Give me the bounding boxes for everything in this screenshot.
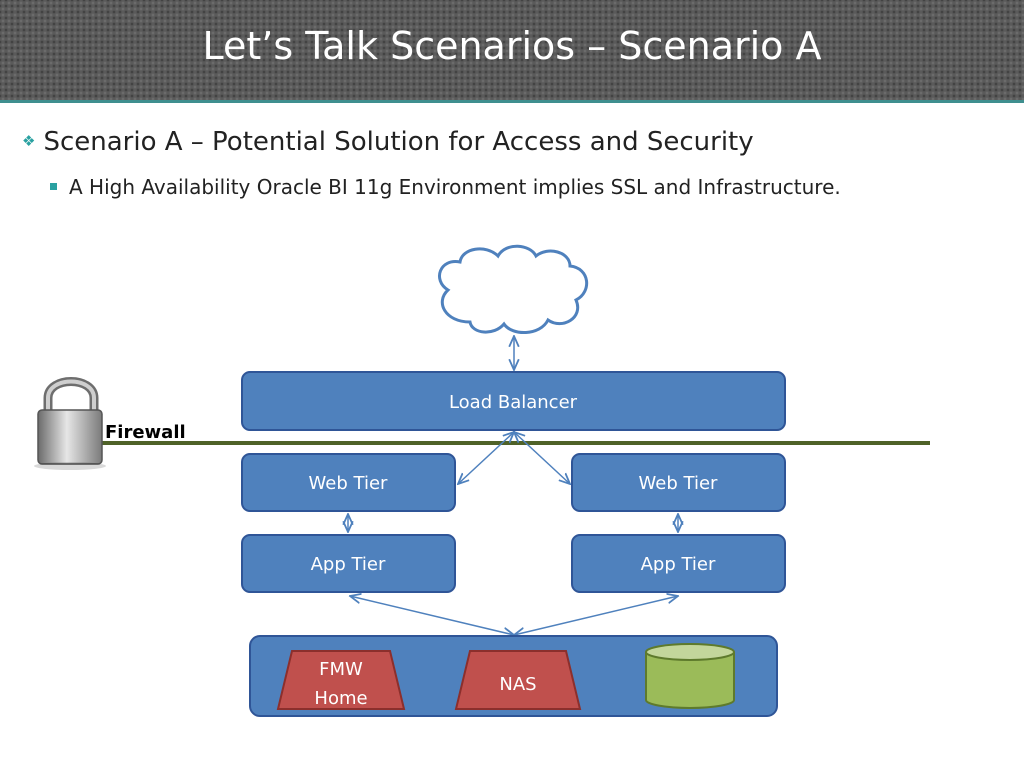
lb-web-right-connector [514, 432, 570, 484]
database-icon [645, 643, 735, 709]
fmw-home-label-line1: FMW [319, 659, 363, 680]
padlock-icon [34, 377, 106, 470]
bullet-level1-text: Scenario A – Potential Solution for Acce… [43, 127, 754, 157]
bullet-level2-text: A High Availability Oracle BI 11g Enviro… [69, 175, 841, 199]
web-tier-left-box: Web Tier [241, 453, 456, 512]
web-tier-right-box: Web Tier [571, 453, 786, 512]
fmw-home-label-line2: Home [314, 688, 367, 709]
square-bullet-icon [50, 183, 57, 190]
slide-title: Let’s Talk Scenarios – Scenario A [202, 24, 822, 68]
app-tier-left-label: App Tier [311, 554, 386, 575]
load-balancer-label: Load Balancer [449, 392, 578, 413]
fmw-home-shape: FMW Home [276, 650, 406, 710]
web-tier-right-label: Web Tier [639, 473, 718, 494]
app-tier-right-box: App Tier [571, 534, 786, 593]
diamond-bullet-icon: ❖ [22, 132, 36, 150]
title-bar: Let’s Talk Scenarios – Scenario A [0, 0, 1024, 103]
bullet-level2: A High Availability Oracle BI 11g Enviro… [50, 175, 841, 199]
bullet-level1: ❖ Scenario A – Potential Solution for Acc… [22, 127, 754, 157]
firewall-label: Firewall [105, 422, 186, 443]
nas-label: NAS [499, 674, 536, 695]
app-right-storage-connector [514, 596, 678, 635]
lb-web-left-connector [458, 432, 514, 484]
nas-shape: NAS [454, 650, 582, 710]
web-tier-left-label: Web Tier [309, 473, 388, 494]
app-tier-left-box: App Tier [241, 534, 456, 593]
load-balancer-box: Load Balancer [241, 371, 786, 431]
app-tier-right-label: App Tier [641, 554, 716, 575]
cloud-icon [438, 244, 588, 334]
app-left-storage-connector [350, 596, 514, 635]
